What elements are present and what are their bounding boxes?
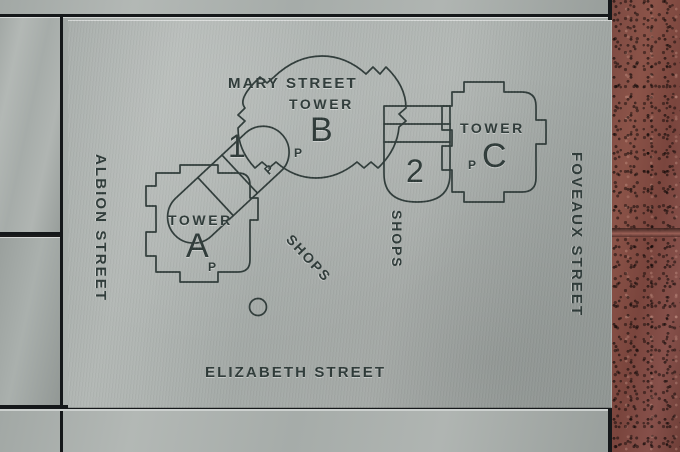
panel-gap-top xyxy=(0,14,612,17)
shops-1-capsule xyxy=(166,125,290,244)
shops-1-number: 1 xyxy=(228,128,246,164)
street-label-mary: MARY STREET xyxy=(228,75,358,92)
entry-circle-marker xyxy=(248,297,268,317)
tower-c-parking: P xyxy=(468,158,477,172)
tower-c-letter: C xyxy=(482,137,507,175)
panel-gap-vertical-bottom xyxy=(60,411,63,452)
tower-c-outline xyxy=(441,81,547,203)
panel-edge-highlight xyxy=(0,409,612,411)
cladding-panel-top-strip xyxy=(0,0,612,14)
cladding-panel-left-upper xyxy=(0,17,60,232)
panel-gap-vertical-left xyxy=(60,17,63,408)
shops-2-label: SHOPS xyxy=(389,210,405,269)
shops-2-number: 2 xyxy=(406,153,424,189)
tower-a-word: TOWER xyxy=(168,212,233,228)
brick-mortar-line xyxy=(612,228,680,237)
tower-a-parking: P xyxy=(208,260,217,274)
tower-b-word: TOWER xyxy=(289,96,354,112)
shops-2-outline xyxy=(383,105,451,203)
site-plan-drawing xyxy=(145,55,547,317)
directory-plaque: MARY STREET ELIZABETH STREET ALBION STRE… xyxy=(68,20,612,408)
tower-b-letter: B xyxy=(310,111,333,149)
tower-b-outline xyxy=(237,55,407,179)
street-label-elizabeth: ELIZABETH STREET xyxy=(205,364,387,381)
tower-b-parking: P xyxy=(294,146,303,160)
tower-c-word: TOWER xyxy=(460,120,525,136)
panel-gap-left-mid xyxy=(0,232,60,235)
brick-wall xyxy=(612,0,680,452)
tower-a-letter: A xyxy=(186,227,209,265)
cladding-panel-bottom xyxy=(0,411,612,452)
cladding-panel-left-lower xyxy=(0,237,60,405)
